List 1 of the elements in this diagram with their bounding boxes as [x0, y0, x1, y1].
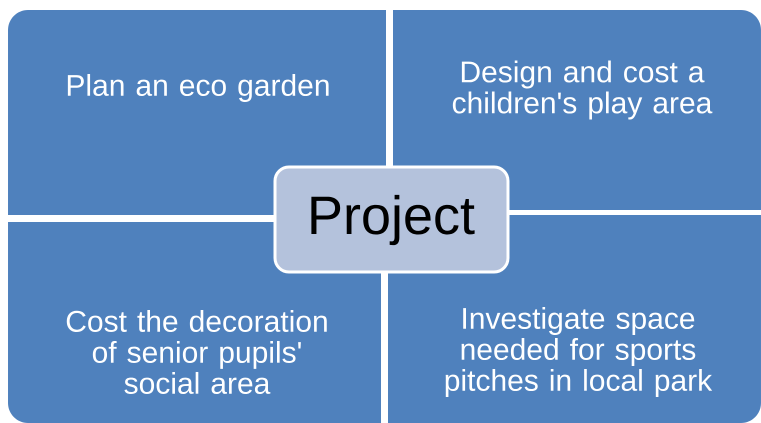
centre-box: Project	[274, 166, 510, 274]
